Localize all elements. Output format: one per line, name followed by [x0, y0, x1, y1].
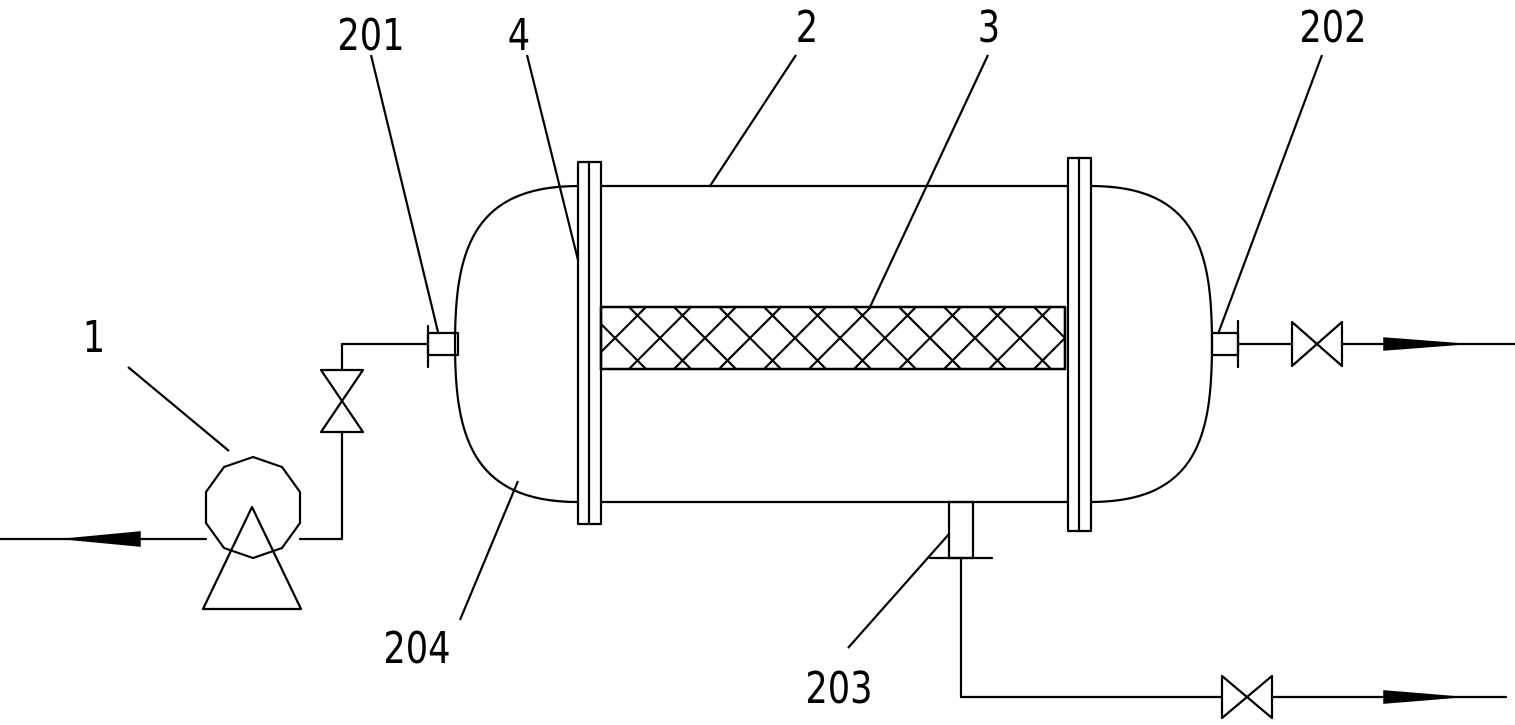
leader-4 [525, 54, 580, 261]
labels: 1 201 4 2 3 202 204 203 [83, 2, 1367, 714]
leader-202 [1216, 54, 1324, 335]
leader-201 [369, 54, 440, 333]
inlet-flow-arrow [65, 531, 141, 547]
hatch-line [897, 307, 963, 369]
hatch-line [601, 322, 648, 369]
pump [201, 455, 303, 611]
leader-1 [127, 366, 230, 452]
hatch-line [1079, 307, 1141, 369]
hatch-line [717, 307, 783, 369]
leader-204 [458, 480, 520, 621]
leader-2 [709, 54, 797, 187]
hatch-line [601, 307, 603, 309]
hatch-line [807, 307, 873, 369]
label-vessel: 2 [796, 2, 818, 53]
outlet-valve [1290, 320, 1344, 368]
hatch-line [852, 307, 918, 369]
hatch-line [627, 307, 693, 369]
label-flange: 4 [508, 10, 530, 61]
leader-lines [127, 54, 1324, 649]
label-outlet-nozzle: 202 [1299, 2, 1366, 53]
inlet-valve [319, 368, 365, 434]
packing [599, 305, 1186, 371]
left-head [453, 184, 580, 504]
hatch-line [1079, 307, 1141, 369]
hatch-line [1032, 336, 1065, 369]
pump-base [201, 505, 303, 611]
hatch-line [1124, 307, 1186, 369]
hatch-line [987, 307, 1053, 369]
right-head [1089, 184, 1214, 504]
hatch-line [1124, 307, 1186, 369]
hatch-line [672, 307, 738, 369]
inlet-line [0, 531, 208, 547]
outlet-flow-arrow [1383, 337, 1463, 351]
hatch-line [1032, 307, 1065, 340]
leader-203 [847, 533, 950, 649]
inlet-nozzle [426, 324, 460, 369]
hatch-line [762, 307, 828, 369]
drain-valve [1220, 674, 1274, 720]
label-inlet-nozzle: 201 [337, 10, 404, 61]
label-drain-nozzle: 203 [805, 663, 872, 714]
hatch-line [942, 307, 1008, 369]
drain-nozzle [928, 500, 994, 560]
outlet-nozzle [1210, 319, 1240, 369]
label-pump: 1 [83, 312, 105, 363]
leader-3 [869, 54, 989, 308]
hatch-line [601, 367, 603, 369]
label-packing: 3 [978, 2, 1000, 53]
drain-flow-arrow [1383, 690, 1459, 704]
outlet-piping [1236, 320, 1515, 368]
label-head: 204 [383, 623, 450, 674]
drain-piping [959, 556, 1508, 720]
vessel [453, 156, 1214, 533]
inlet-piping [298, 342, 430, 541]
pump-casing [204, 455, 302, 560]
